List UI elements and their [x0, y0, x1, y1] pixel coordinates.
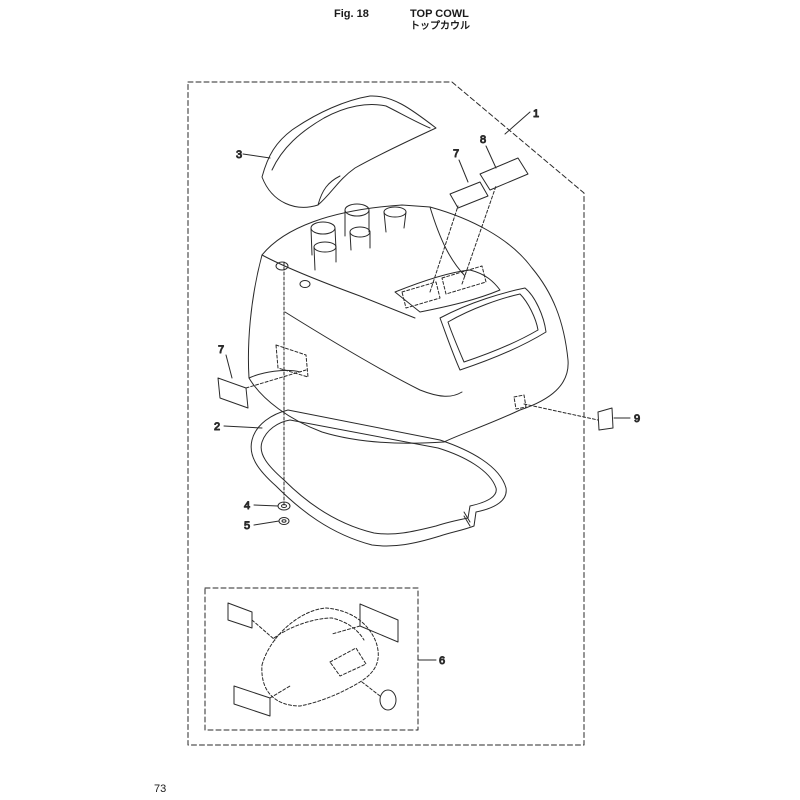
- assembly-boundary: [187, 81, 585, 746]
- part-label-9: [597, 407, 614, 431]
- callout-2: 2: [214, 421, 220, 433]
- part-seal: [250, 409, 507, 547]
- part-nut: [278, 517, 290, 525]
- callout-7-top: 7: [453, 148, 459, 160]
- part-label-7-side: [217, 377, 249, 409]
- callout-1: 1: [533, 108, 539, 120]
- leader-lines: [223, 111, 631, 661]
- callout-6: 6: [439, 655, 445, 667]
- page-number: 73: [154, 783, 167, 795]
- callout-3: 3: [236, 149, 242, 161]
- part-top-cowl: [247, 203, 569, 444]
- callout-8: 8: [480, 134, 486, 146]
- callout-4: 4: [244, 500, 250, 512]
- callout-5: 5: [244, 520, 250, 532]
- part-label-7-top: [449, 181, 489, 209]
- diagram-title-japanese: トップカウル: [410, 21, 470, 32]
- part-kit-inset: [204, 587, 419, 731]
- part-label-8: [479, 157, 529, 191]
- callout-9: 9: [634, 413, 640, 425]
- alignment-lines: [245, 185, 599, 506]
- part-top-cover: [261, 95, 437, 208]
- callout-7-side: 7: [218, 344, 224, 356]
- diagram-title: TOP COWL: [410, 8, 469, 20]
- figure-label: Fig. 18: [334, 8, 369, 20]
